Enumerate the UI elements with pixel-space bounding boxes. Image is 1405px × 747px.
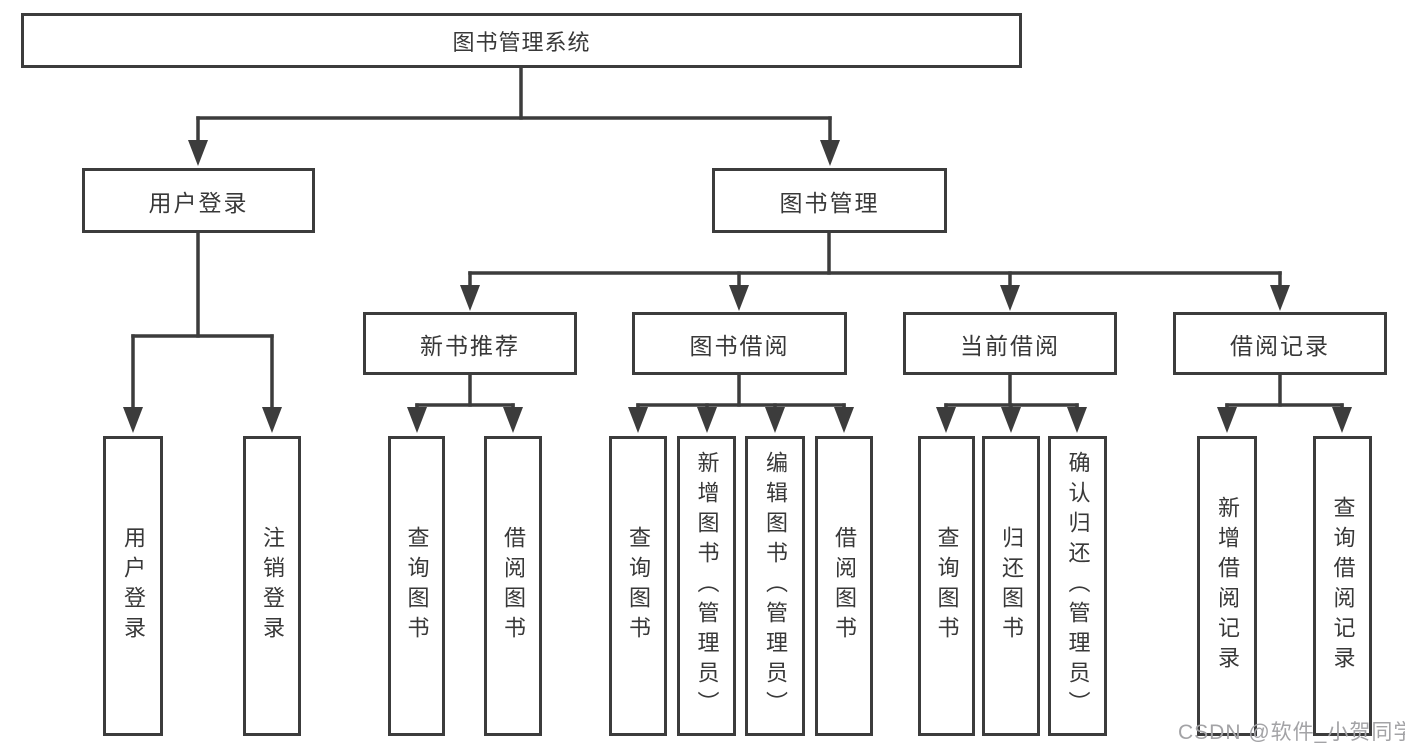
arrowhead-leaf-bb3 bbox=[765, 407, 785, 433]
arrowhead-leaf-cb3 bbox=[1067, 407, 1087, 433]
leaf-edit-book-admin: 编辑图书（管理员） bbox=[745, 436, 805, 736]
arrowhead-book-borrow bbox=[729, 285, 749, 311]
leaf-confirm-return-admin: 确认归还（管理员） bbox=[1048, 436, 1107, 736]
arrowhead-user-login bbox=[188, 140, 208, 166]
node-new-book-recommend: 新书推荐 bbox=[363, 312, 577, 375]
leaf-add-book-admin: 新增图书（管理员） bbox=[677, 436, 736, 736]
arrowhead-leaf-bb1 bbox=[628, 407, 648, 433]
csdn-watermark: CSDN @软件_小贺同学 bbox=[1178, 721, 1405, 744]
node-current-borrow: 当前借阅 bbox=[903, 312, 1117, 375]
node-user-login: 用户登录 bbox=[82, 168, 315, 233]
node-book-management: 图书管理 bbox=[712, 168, 947, 233]
leaf-add-borrow-record: 新增借阅记录 bbox=[1197, 436, 1257, 736]
arrowhead-new-book bbox=[460, 285, 480, 311]
arrowhead-leaf-login bbox=[123, 407, 143, 433]
leaf-query-borrow-record: 查询借阅记录 bbox=[1313, 436, 1372, 736]
node-root-library-system: 图书管理系统 bbox=[21, 13, 1022, 68]
leaf-query-book-cb: 查询图书 bbox=[918, 436, 975, 736]
leaf-borrow-book-bb: 借阅图书 bbox=[815, 436, 873, 736]
leaf-query-book-nb: 查询图书 bbox=[388, 436, 445, 736]
node-book-borrow: 图书借阅 bbox=[632, 312, 847, 375]
leaf-borrow-book-nb: 借阅图书 bbox=[484, 436, 542, 736]
arrowhead-leaf-cb2 bbox=[1001, 407, 1021, 433]
arrowhead-borrow-records bbox=[1270, 285, 1290, 311]
arrowhead-leaf-cb1 bbox=[936, 407, 956, 433]
node-borrow-records: 借阅记录 bbox=[1173, 312, 1387, 375]
arrowhead-leaf-br2 bbox=[1332, 407, 1352, 433]
arrowhead-leaf-bb4 bbox=[834, 407, 854, 433]
arrowhead-leaf-bb2 bbox=[697, 407, 717, 433]
leaf-return-book: 归还图书 bbox=[982, 436, 1040, 736]
arrowhead-leaf-br1 bbox=[1217, 407, 1237, 433]
arrowhead-leaf-nb2 bbox=[503, 407, 523, 433]
leaf-query-book-bb: 查询图书 bbox=[609, 436, 667, 736]
arrowhead-book-mgmt bbox=[820, 140, 840, 166]
leaf-logout: 注销登录 bbox=[243, 436, 301, 736]
arrowhead-current-borrow bbox=[1000, 285, 1020, 311]
arrowhead-leaf-logout bbox=[262, 407, 282, 433]
arrowhead-leaf-nb1 bbox=[407, 407, 427, 433]
leaf-user-login: 用户登录 bbox=[103, 436, 163, 736]
